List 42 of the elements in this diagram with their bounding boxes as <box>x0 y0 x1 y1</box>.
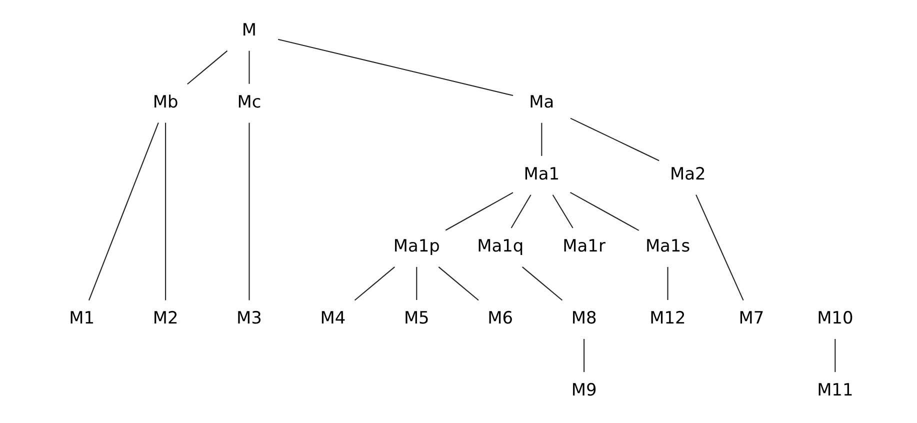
node-text: Mb <box>152 91 178 112</box>
node-text: Mc <box>237 91 262 112</box>
node-text: M12 <box>650 308 686 328</box>
node-text: Ma1r <box>562 236 606 256</box>
node-text: M10 <box>817 308 854 328</box>
connector <box>88 122 159 300</box>
connector <box>667 266 668 300</box>
node-text: M9 <box>571 380 597 400</box>
connector <box>248 122 250 300</box>
node-text: M7 <box>738 308 764 328</box>
connector <box>416 266 418 300</box>
node-text: Ma2 <box>670 164 706 184</box>
node-text: M <box>242 19 257 40</box>
node-text: M1 <box>69 308 95 328</box>
connector <box>445 192 514 231</box>
node-text: M6 <box>488 308 514 328</box>
node-text: M2 <box>152 308 178 328</box>
connector <box>522 266 563 301</box>
connector <box>165 122 166 300</box>
node-text: M4 <box>320 308 346 328</box>
node-text: Ma1s <box>645 236 690 256</box>
node-text: Ma1p <box>393 236 440 256</box>
connector <box>438 266 479 301</box>
connector <box>278 38 514 96</box>
connector <box>570 192 640 231</box>
connector <box>834 339 836 372</box>
connector <box>696 194 744 301</box>
node-text: Ma1 <box>524 164 560 184</box>
connector <box>584 339 585 372</box>
connector <box>552 194 574 228</box>
node-text: M5 <box>404 308 430 328</box>
connector <box>541 122 542 156</box>
connector <box>510 194 532 228</box>
connector <box>187 50 228 85</box>
connector <box>570 118 660 162</box>
node-text: M8 <box>571 308 597 328</box>
connector <box>248 50 250 84</box>
node-text: M11 <box>817 380 854 400</box>
node-text: M3 <box>236 308 262 328</box>
connector <box>354 266 395 301</box>
node-text: Ma <box>529 91 554 112</box>
node-text: Ma1q <box>477 236 524 256</box>
